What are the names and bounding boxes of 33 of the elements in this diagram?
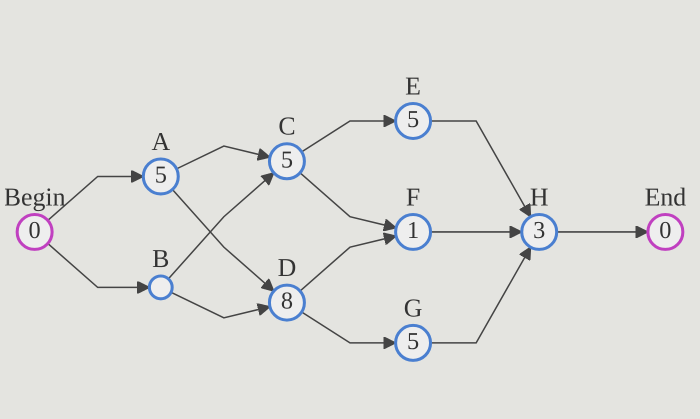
node-name: E bbox=[405, 72, 421, 101]
arrow bbox=[300, 172, 397, 232]
node-circle bbox=[148, 274, 174, 301]
node-name: B bbox=[152, 244, 170, 274]
arrow bbox=[430, 226, 522, 239]
arrow bbox=[430, 120, 532, 218]
node-circle: 5 bbox=[394, 324, 432, 362]
node-name: D bbox=[278, 253, 296, 282]
node-circle: 5 bbox=[394, 102, 432, 140]
arrow bbox=[168, 172, 274, 280]
node-circle: 5 bbox=[268, 142, 306, 181]
node-circle: 0 bbox=[646, 213, 684, 252]
node-name: C bbox=[278, 112, 296, 142]
node-name: H bbox=[530, 182, 549, 212]
arrow bbox=[301, 312, 396, 350]
node-circle: 3 bbox=[520, 213, 558, 252]
node-circle: 1 bbox=[394, 213, 432, 252]
arrow bbox=[301, 114, 396, 153]
arrow bbox=[172, 189, 274, 292]
arrow bbox=[176, 146, 271, 170]
arrow bbox=[300, 232, 397, 292]
node-circle: 0 bbox=[16, 213, 54, 252]
arrow bbox=[556, 226, 648, 239]
node-name: G bbox=[404, 294, 422, 323]
arrow bbox=[47, 243, 150, 294]
node-name: F bbox=[406, 182, 420, 212]
arrow bbox=[170, 292, 271, 319]
arrow bbox=[430, 246, 532, 344]
arrow bbox=[47, 170, 144, 222]
node-name: A bbox=[151, 127, 170, 156]
node-name: End bbox=[644, 182, 686, 212]
node-circle: 8 bbox=[268, 284, 306, 322]
node-circle: 5 bbox=[142, 158, 180, 196]
